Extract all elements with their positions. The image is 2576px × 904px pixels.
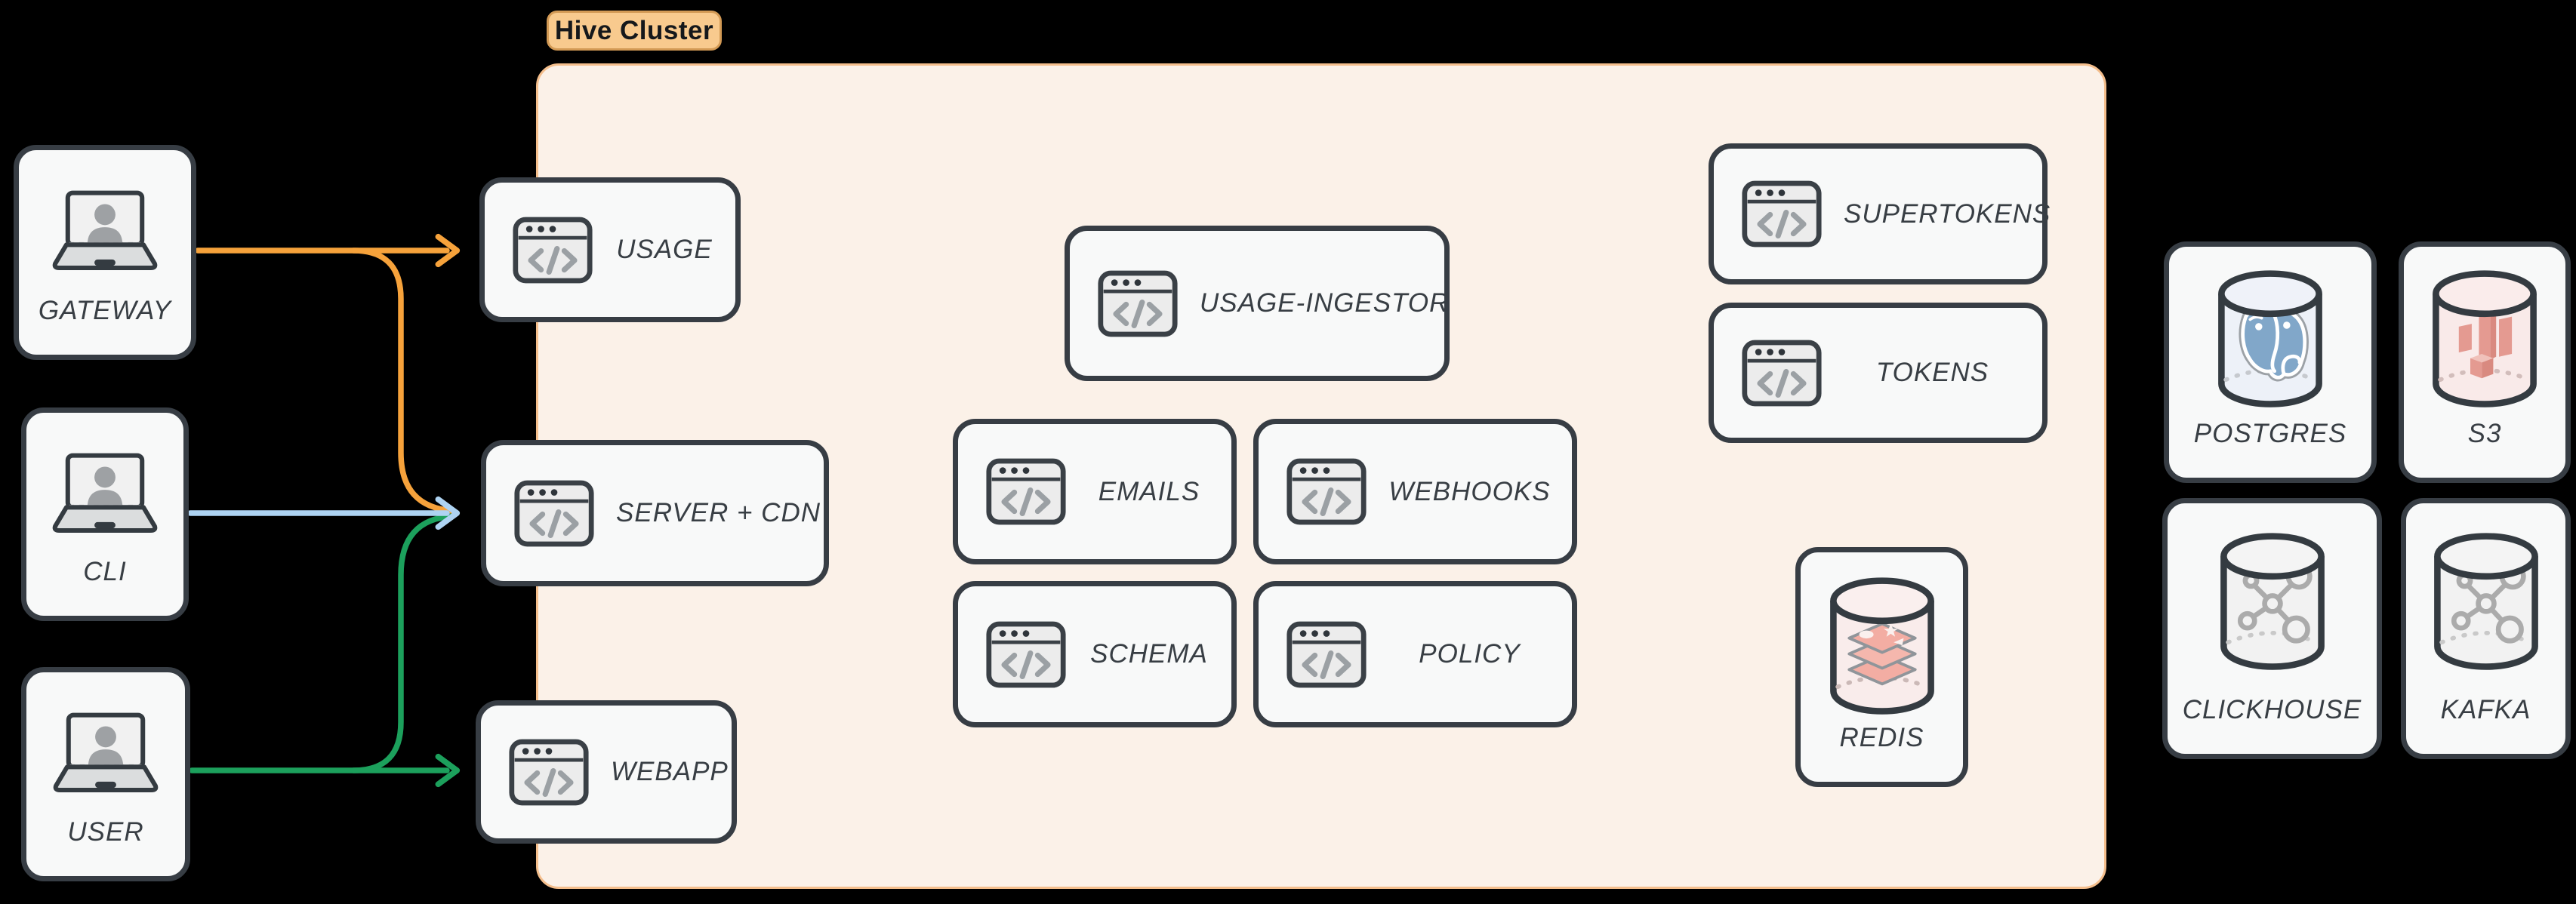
hive-cluster-label-text: Hive Cluster bbox=[554, 15, 714, 45]
node-usage-ingestor: USAGE-INGESTOR bbox=[1065, 226, 1450, 381]
node-supertokens: SUPERTOKENS bbox=[1709, 143, 2050, 284]
node-label: TOKENS bbox=[1875, 358, 1989, 387]
node-label: SCHEMA bbox=[1090, 639, 1208, 669]
node-clickhouse: CLICKHOUSE bbox=[2162, 498, 2382, 759]
code-window-icon bbox=[509, 739, 589, 805]
laptop-user-icon bbox=[53, 712, 159, 793]
node-tokens: TOKENS bbox=[1709, 303, 2048, 443]
node-label: SERVER + CDN bbox=[616, 498, 821, 527]
node-cli: CLI bbox=[21, 407, 189, 621]
node-user: USER bbox=[21, 667, 190, 881]
laptop-user-icon bbox=[52, 190, 158, 271]
postgres-database-icon bbox=[2218, 270, 2322, 407]
redis-database-icon bbox=[1829, 577, 1934, 715]
node-label: REDIS bbox=[1839, 723, 1924, 752]
node-server-cdn: SERVER + CDN bbox=[481, 440, 829, 586]
node-label: USER bbox=[67, 817, 144, 847]
node-webapp: WEBAPP bbox=[476, 700, 737, 844]
node-label: CLICKHOUSE bbox=[2182, 695, 2362, 724]
edge-gateway-server-cdn bbox=[350, 248, 456, 514]
code-window-icon bbox=[986, 621, 1066, 687]
clickhouse-database-icon bbox=[2220, 533, 2325, 670]
node-gateway: GATEWAY bbox=[14, 145, 196, 360]
node-usage: USAGE bbox=[479, 177, 741, 322]
s3-database-icon bbox=[2433, 270, 2537, 407]
node-webhooks: WEBHOOKS bbox=[1253, 419, 1577, 564]
code-window-icon bbox=[514, 480, 594, 546]
node-label: POLICY bbox=[1419, 639, 1521, 669]
node-schema: SCHEMA bbox=[953, 581, 1237, 727]
node-label: S3 bbox=[2467, 419, 2502, 448]
node-label: SUPERTOKENS bbox=[1844, 198, 2051, 229]
node-postgres: POSTGRES bbox=[2164, 241, 2377, 483]
node-label: WEBHOOKS bbox=[1388, 476, 1551, 506]
kafka-database-icon bbox=[2433, 533, 2538, 670]
node-label: POSTGRES bbox=[2193, 419, 2347, 448]
node-label: WEBAPP bbox=[611, 757, 729, 786]
laptop-user-icon bbox=[52, 453, 158, 533]
hive-cluster-label: Hive Cluster bbox=[547, 11, 722, 51]
node-label: GATEWAY bbox=[38, 296, 172, 325]
edge-user-server-cdn bbox=[350, 513, 456, 773]
code-window-icon bbox=[986, 458, 1066, 525]
node-label: USAGE bbox=[616, 235, 713, 264]
node-s3: S3 bbox=[2399, 241, 2571, 483]
node-kafka: KAFKA bbox=[2401, 498, 2571, 759]
code-window-icon bbox=[1742, 340, 1822, 406]
code-window-icon bbox=[1742, 180, 1822, 248]
node-label: USAGE-INGESTOR bbox=[1200, 288, 1450, 318]
code-window-icon bbox=[1098, 270, 1178, 337]
node-label: EMAILS bbox=[1098, 476, 1200, 506]
node-label: CLI bbox=[83, 557, 127, 586]
node-emails: EMAILS bbox=[953, 419, 1237, 564]
node-label: KAFKA bbox=[2440, 695, 2531, 724]
code-window-icon bbox=[513, 217, 593, 283]
node-policy: POLICY bbox=[1253, 581, 1577, 727]
node-redis: REDIS bbox=[1795, 547, 1968, 787]
code-window-icon bbox=[1286, 458, 1367, 525]
code-window-icon bbox=[1286, 621, 1367, 687]
